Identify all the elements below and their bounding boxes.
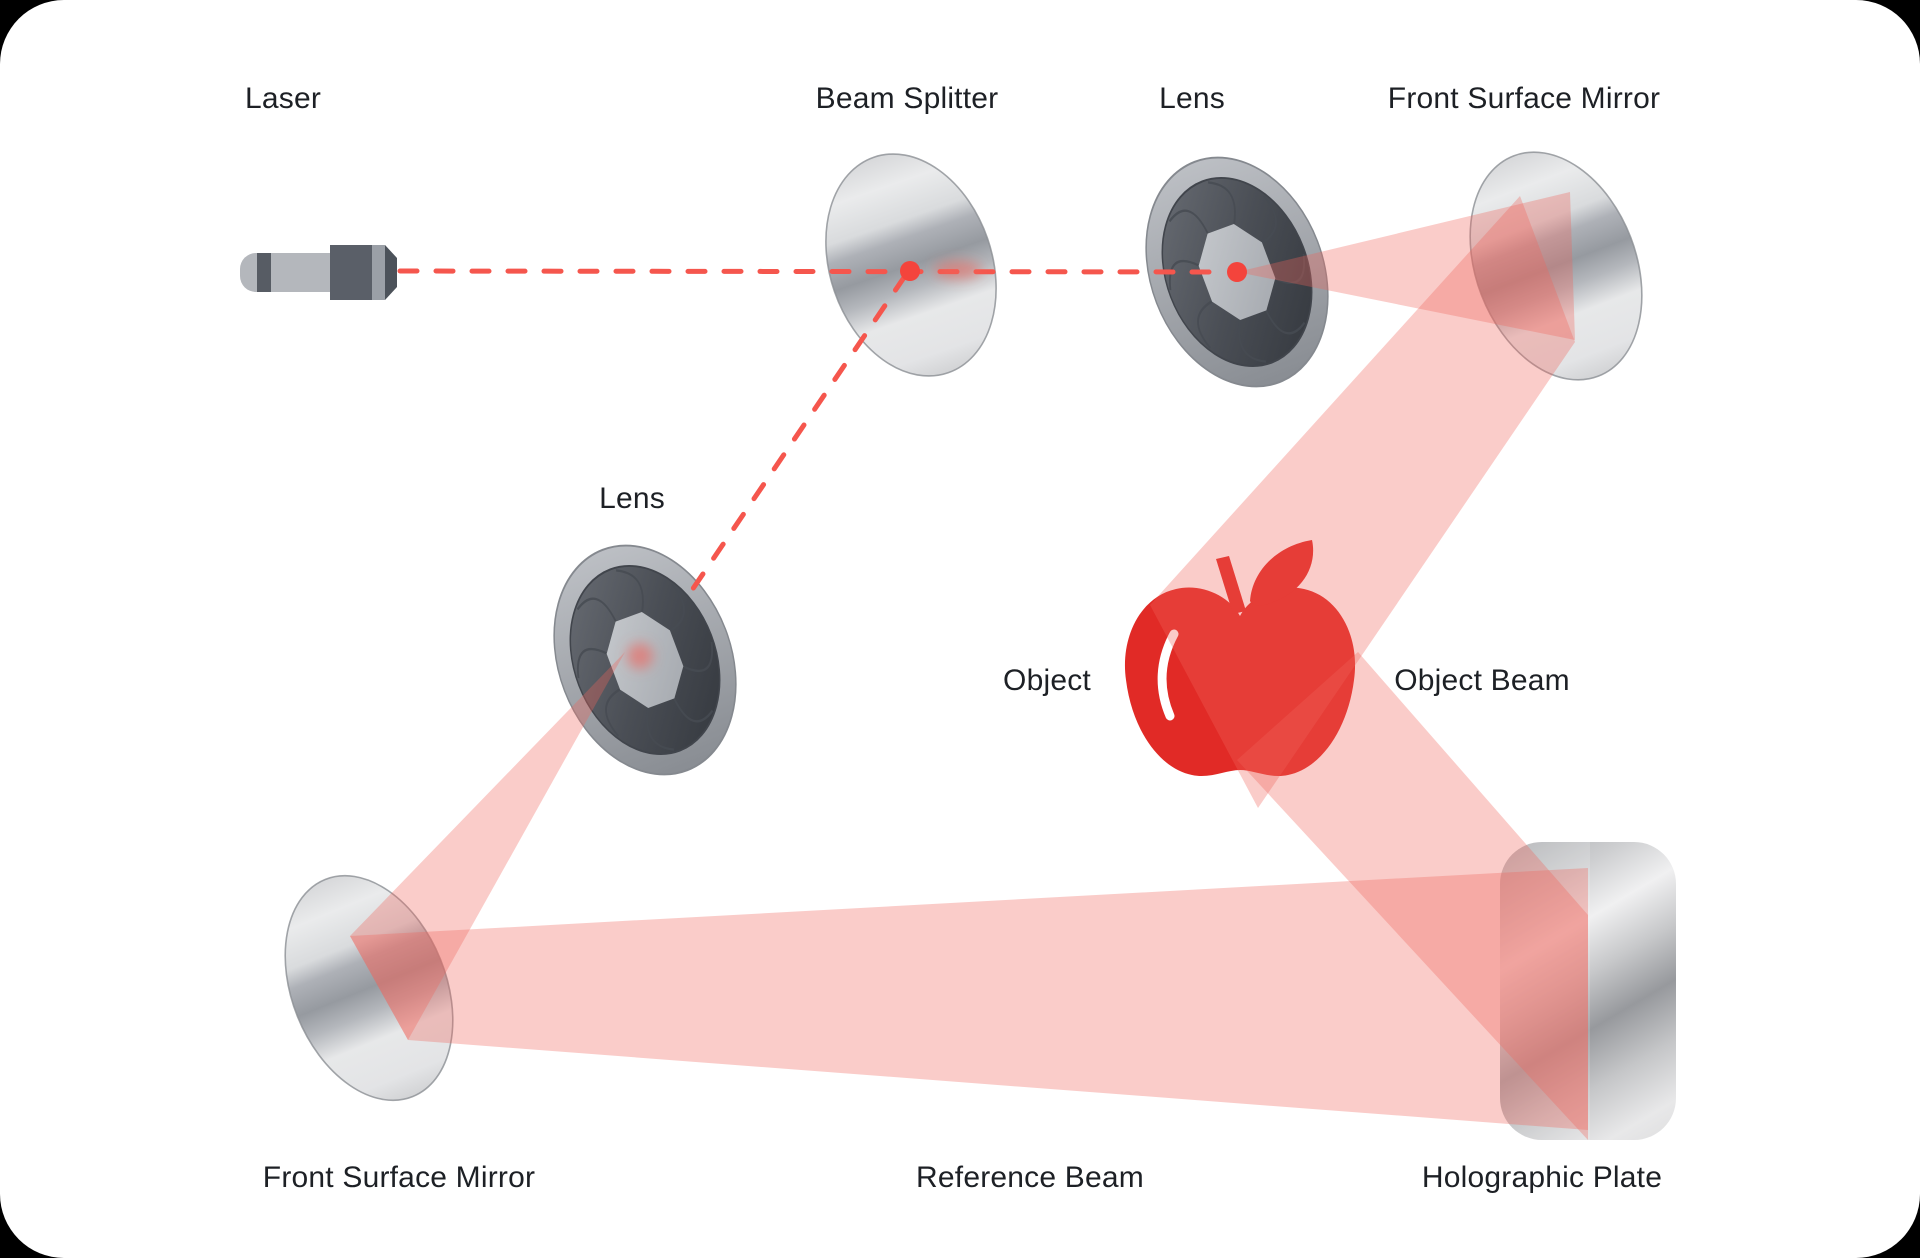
beam-lens-to-mirror-icon [1237, 192, 1575, 340]
object-beam-icon [1237, 652, 1588, 1140]
label-lens-top: Lens [1159, 82, 1225, 115]
beam-group [350, 192, 1588, 1140]
label-beam-splitter: Beam Splitter [815, 82, 999, 115]
label-object: Object [1003, 664, 1091, 697]
label-mirror-top: Front Surface Mirror [1387, 82, 1661, 115]
beam-mirror-to-object-icon [1150, 196, 1575, 808]
laser-icon [240, 245, 397, 300]
label-reference-beam: Reference Beam [916, 1161, 1144, 1194]
laser-dashed-path-icon [397, 268, 1227, 599]
focus-dot-splitter-icon [900, 261, 920, 281]
beam-glow-lens-icon [627, 643, 653, 669]
front-surface-mirror-bottom-icon [284, 874, 454, 1102]
focus-dot-lens-icon [1227, 262, 1247, 282]
beam-lens-to-bottom-mirror-icon [350, 652, 625, 1040]
beam-glow-splitter-icon [934, 261, 982, 279]
front-surface-mirror-top-icon [1469, 151, 1643, 381]
label-object-beam: Object Beam [1394, 664, 1570, 697]
label-holographic-plate: Holographic Plate [1421, 1161, 1663, 1194]
apple-object-icon [1124, 540, 1356, 777]
label-lens-mid: Lens [599, 482, 665, 515]
reference-beam-icon [350, 868, 1588, 1130]
label-mirror-bottom: Front Surface Mirror [262, 1161, 536, 1194]
holographic-plate-icon [1500, 842, 1676, 1140]
label-laser: Laser [244, 82, 322, 115]
